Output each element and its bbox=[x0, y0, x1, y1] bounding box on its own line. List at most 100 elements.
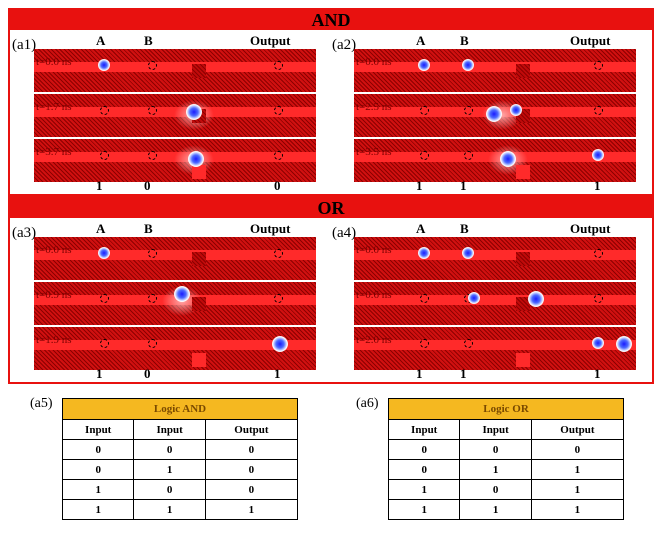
table-row: 0 1 0 bbox=[61, 459, 299, 480]
table-label: (a6) bbox=[356, 396, 379, 411]
junction-stub bbox=[516, 252, 530, 266]
junction-stub bbox=[192, 64, 206, 78]
port-b bbox=[464, 106, 473, 115]
bit-output: 1 bbox=[594, 366, 601, 381]
port-output bbox=[274, 61, 283, 70]
bit-output: 0 bbox=[274, 178, 281, 193]
port-a bbox=[420, 294, 429, 303]
port-output bbox=[594, 61, 603, 70]
time-label: t=3.5 ns bbox=[356, 146, 392, 158]
bit-a: 1 bbox=[416, 366, 423, 381]
field-spot bbox=[174, 286, 190, 302]
table-cell: 0 bbox=[133, 439, 206, 460]
field-spot bbox=[98, 59, 110, 71]
table-row: 1 0 0 bbox=[61, 479, 299, 500]
port-a bbox=[100, 106, 109, 115]
logic-and-table: Logic AND Input Input Output 0 0 0 0 1 0… bbox=[61, 398, 299, 520]
port-a bbox=[100, 151, 109, 160]
sim-frame: t=0.0 ns bbox=[354, 49, 636, 92]
field-spot bbox=[272, 336, 288, 352]
port-b bbox=[148, 106, 157, 115]
table-row: 0 0 0 bbox=[61, 439, 299, 460]
table-cell: 0 bbox=[459, 439, 532, 460]
port-output bbox=[274, 294, 283, 303]
time-label: t=1.9 ns bbox=[36, 334, 72, 346]
bit-b: 1 bbox=[460, 178, 467, 193]
col-b-header: B bbox=[144, 221, 153, 236]
table-title: Logic AND bbox=[62, 398, 298, 420]
table-row: 1 1 1 bbox=[61, 499, 299, 520]
table-cell: 0 bbox=[61, 439, 135, 460]
junction-stub bbox=[192, 353, 206, 367]
field-spot bbox=[462, 247, 474, 259]
col-b-header: B bbox=[144, 33, 153, 48]
table-cell: 0 bbox=[204, 459, 299, 480]
col-a-header: A bbox=[96, 221, 106, 236]
field-spot bbox=[592, 337, 604, 349]
col-output-header: Output bbox=[250, 221, 291, 236]
field-spot bbox=[528, 291, 544, 307]
bit-output: 1 bbox=[594, 178, 601, 193]
bit-a: 1 bbox=[96, 178, 103, 193]
table-row: 0 1 1 bbox=[387, 459, 625, 480]
table-cell: 0 bbox=[204, 479, 299, 500]
table-cell: 0 bbox=[530, 439, 625, 460]
table-title: Logic OR bbox=[388, 398, 624, 420]
table-cell: 1 bbox=[459, 459, 532, 480]
sim-frame: t=0.9 ns bbox=[34, 282, 316, 325]
field-spot bbox=[188, 151, 204, 167]
table-label: (a5) bbox=[30, 396, 53, 411]
port-output bbox=[274, 106, 283, 115]
junction-stub bbox=[516, 297, 530, 311]
table-cell: 1 bbox=[204, 499, 299, 520]
table-cell: 0 bbox=[133, 479, 206, 500]
table-cell: 1 bbox=[530, 479, 625, 500]
bit-output: 1 bbox=[274, 366, 281, 381]
bit-a: 1 bbox=[416, 178, 423, 193]
sim-frame: t=0.6 ns bbox=[354, 282, 636, 325]
sim-frame: t=3.7 ns bbox=[34, 139, 316, 182]
bit-b: 0 bbox=[144, 366, 151, 381]
panel-label: (a3) bbox=[12, 225, 37, 241]
header-input-1: Input bbox=[387, 419, 461, 440]
col-b-header: B bbox=[460, 33, 469, 48]
time-label: t=2.0 ns bbox=[356, 334, 392, 346]
table-cell: 0 bbox=[204, 439, 299, 460]
waveguide bbox=[354, 340, 636, 350]
port-b bbox=[464, 151, 473, 160]
waveguide bbox=[354, 295, 636, 305]
panel-a4: (a4) A B Output t=0.0 ns t=0.6 ns bbox=[332, 221, 636, 381]
port-output bbox=[594, 106, 603, 115]
panel-a3: (a3) A B Output t=0.0 ns t=0.9 ns bbox=[12, 221, 316, 381]
table-cell: 1 bbox=[133, 499, 206, 520]
panel-a2: (a2) A B Output t=0.0 ns t=2.5 ns bbox=[332, 33, 636, 193]
header-input-2: Input bbox=[133, 419, 206, 440]
waveguide bbox=[34, 62, 316, 72]
waveguide bbox=[354, 62, 636, 72]
table-cell: 1 bbox=[387, 479, 461, 500]
panel-label: (a2) bbox=[332, 37, 357, 53]
port-a bbox=[420, 151, 429, 160]
port-b bbox=[148, 151, 157, 160]
port-a bbox=[420, 339, 429, 348]
panel-label: (a4) bbox=[332, 225, 357, 241]
port-output bbox=[594, 249, 603, 258]
table-cell: 1 bbox=[61, 479, 135, 500]
port-b bbox=[464, 339, 473, 348]
col-b-header: B bbox=[460, 221, 469, 236]
logic-or-table: Logic OR Input Input Output 0 0 0 0 1 1 … bbox=[387, 398, 625, 520]
sim-frame: t=2.5 ns bbox=[354, 94, 636, 137]
col-output-header: Output bbox=[570, 221, 611, 236]
sim-frame: t=0.0 ns bbox=[354, 237, 636, 280]
sim-frame: t=0.0 ns bbox=[34, 49, 316, 92]
table-cell: 0 bbox=[387, 459, 461, 480]
table-cell: 1 bbox=[459, 499, 532, 520]
time-label: t=3.7 ns bbox=[36, 146, 72, 158]
time-label: t=0.0 ns bbox=[356, 244, 392, 256]
field-spot bbox=[486, 106, 502, 122]
or-section: OR (a3) A B Output t=0.0 ns t=0.9 ns bbox=[8, 196, 654, 384]
field-spot bbox=[616, 336, 632, 352]
field-spot bbox=[186, 104, 202, 120]
junction-stub bbox=[516, 165, 530, 179]
panel-a1: (a1) A B Output t=0.0 ns t=1.7 ns bbox=[12, 33, 316, 193]
